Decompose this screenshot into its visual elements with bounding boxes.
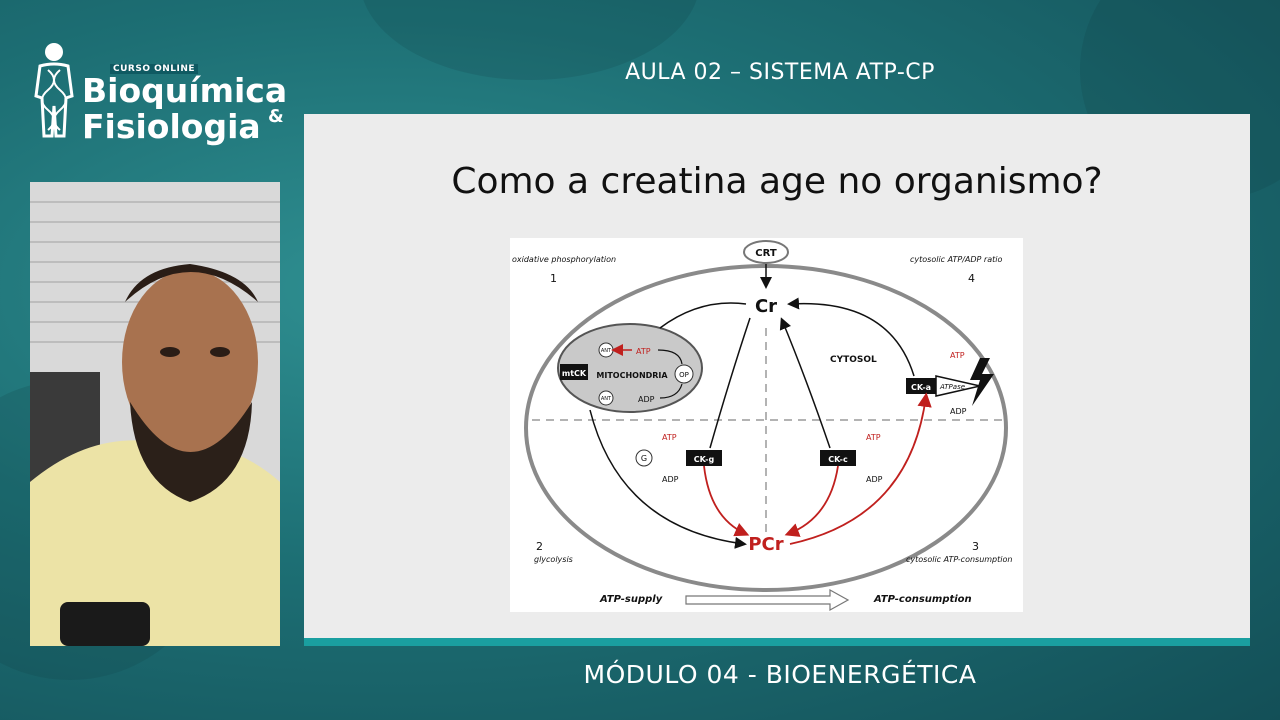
cka-label: CK-a xyxy=(911,383,931,392)
creatine-shuttle-diagram: oxidative phosphorylation 1 cytosolic AT… xyxy=(510,238,1023,612)
mitochondria xyxy=(557,323,703,413)
op-circle xyxy=(674,364,694,384)
atpase-label: ATPase xyxy=(939,383,965,391)
dna-body-icon xyxy=(34,43,74,138)
pcr-label: PCr xyxy=(748,534,783,555)
op-label: OP xyxy=(679,371,689,379)
glycolysis-g-label: G xyxy=(641,454,647,463)
flow-cr-to-ckg xyxy=(709,317,751,449)
lesson-title: AULA 02 – SISTEMA ATP-CP xyxy=(625,60,935,85)
q3-number: 3 xyxy=(972,540,979,553)
mitochondria-label: MITOCHONDRIA xyxy=(596,371,668,380)
flow-mito-to-cr xyxy=(659,302,747,329)
mito-op-cycle xyxy=(657,349,683,399)
cka-box xyxy=(906,378,936,394)
ckg-atp-label: ATP xyxy=(662,433,677,442)
atp-supply-label: ATP-supply xyxy=(599,594,663,605)
atp-consumption-label: ATP-consumption xyxy=(873,594,972,605)
atpase-arrow-shape xyxy=(935,375,981,397)
mito-adp-label: ADP xyxy=(638,395,655,404)
cytosol-label: CYTOSOL xyxy=(830,355,877,365)
ckg-adp-label: ADP xyxy=(662,475,679,484)
flow-pcr-to-cka xyxy=(789,392,932,545)
q4-label: cytosolic ATP/ADP ratio xyxy=(910,255,1002,264)
mtck-label: mtCK xyxy=(562,369,587,378)
cka-atp-label: ATP xyxy=(950,351,965,360)
q2-number: 2 xyxy=(536,540,543,553)
flow-ckc-to-pcr xyxy=(784,465,839,537)
logo-ampersand: & xyxy=(268,106,284,127)
slide-accent-bar xyxy=(304,638,1250,646)
ckc-label: CK-c xyxy=(828,455,848,464)
mtck-box xyxy=(560,364,588,380)
crt-transporter xyxy=(743,240,789,264)
mito-atp-label: ATP xyxy=(636,347,651,356)
presenter-webcam xyxy=(30,182,280,646)
module-title: MÓDULO 04 - BIOENERGÉTICA xyxy=(583,660,977,689)
glycolysis-g-circle xyxy=(635,449,653,467)
flow-ckg-to-pcr xyxy=(703,465,750,537)
lightning-icon xyxy=(970,358,994,406)
flow-ckc-to-cr xyxy=(779,317,831,449)
cr-label: Cr xyxy=(755,296,777,317)
q3-label: cytosolic ATP-consumption xyxy=(906,555,1012,564)
ckc-adp-label: ADP xyxy=(866,475,883,484)
q4-number: 4 xyxy=(968,272,975,285)
logo-course-label: CURSO ONLINE xyxy=(110,64,199,74)
flow-mito-to-pcr xyxy=(589,409,747,549)
ckg-label: CK-g xyxy=(694,455,715,464)
logo-line-1: Bioquímica xyxy=(82,71,288,110)
ant-label-bottom: ANT xyxy=(601,396,612,402)
crt-label: CRT xyxy=(755,248,777,259)
diagram-svg: oxidative phosphorylation 1 cytosolic AT… xyxy=(512,240,1012,612)
supply-consumption-arrow xyxy=(685,588,850,612)
slide-title: Como a creatina age no organismo? xyxy=(451,161,1103,202)
ckc-atp-label: ATP xyxy=(866,433,881,442)
presentation-slide: Como a creatina age no organismo? oxidat… xyxy=(304,114,1250,640)
cka-adp-label: ADP xyxy=(950,407,967,416)
presenter-image xyxy=(30,182,280,646)
q2-label: glycolysis xyxy=(534,555,573,564)
course-logo: CURSO ONLINE Bioquímica Fisiologia & xyxy=(26,40,296,150)
ant-circle-bottom xyxy=(598,390,614,406)
ckc-box xyxy=(820,450,856,466)
q1-label: oxidative phosphorylation xyxy=(512,255,616,264)
logo-line-2: Fisiologia xyxy=(82,107,261,146)
flow-cka-to-cr xyxy=(787,297,915,377)
ant-label-top: ANT xyxy=(601,348,612,354)
q1-number: 1 xyxy=(550,272,557,285)
ckg-box xyxy=(686,450,722,466)
